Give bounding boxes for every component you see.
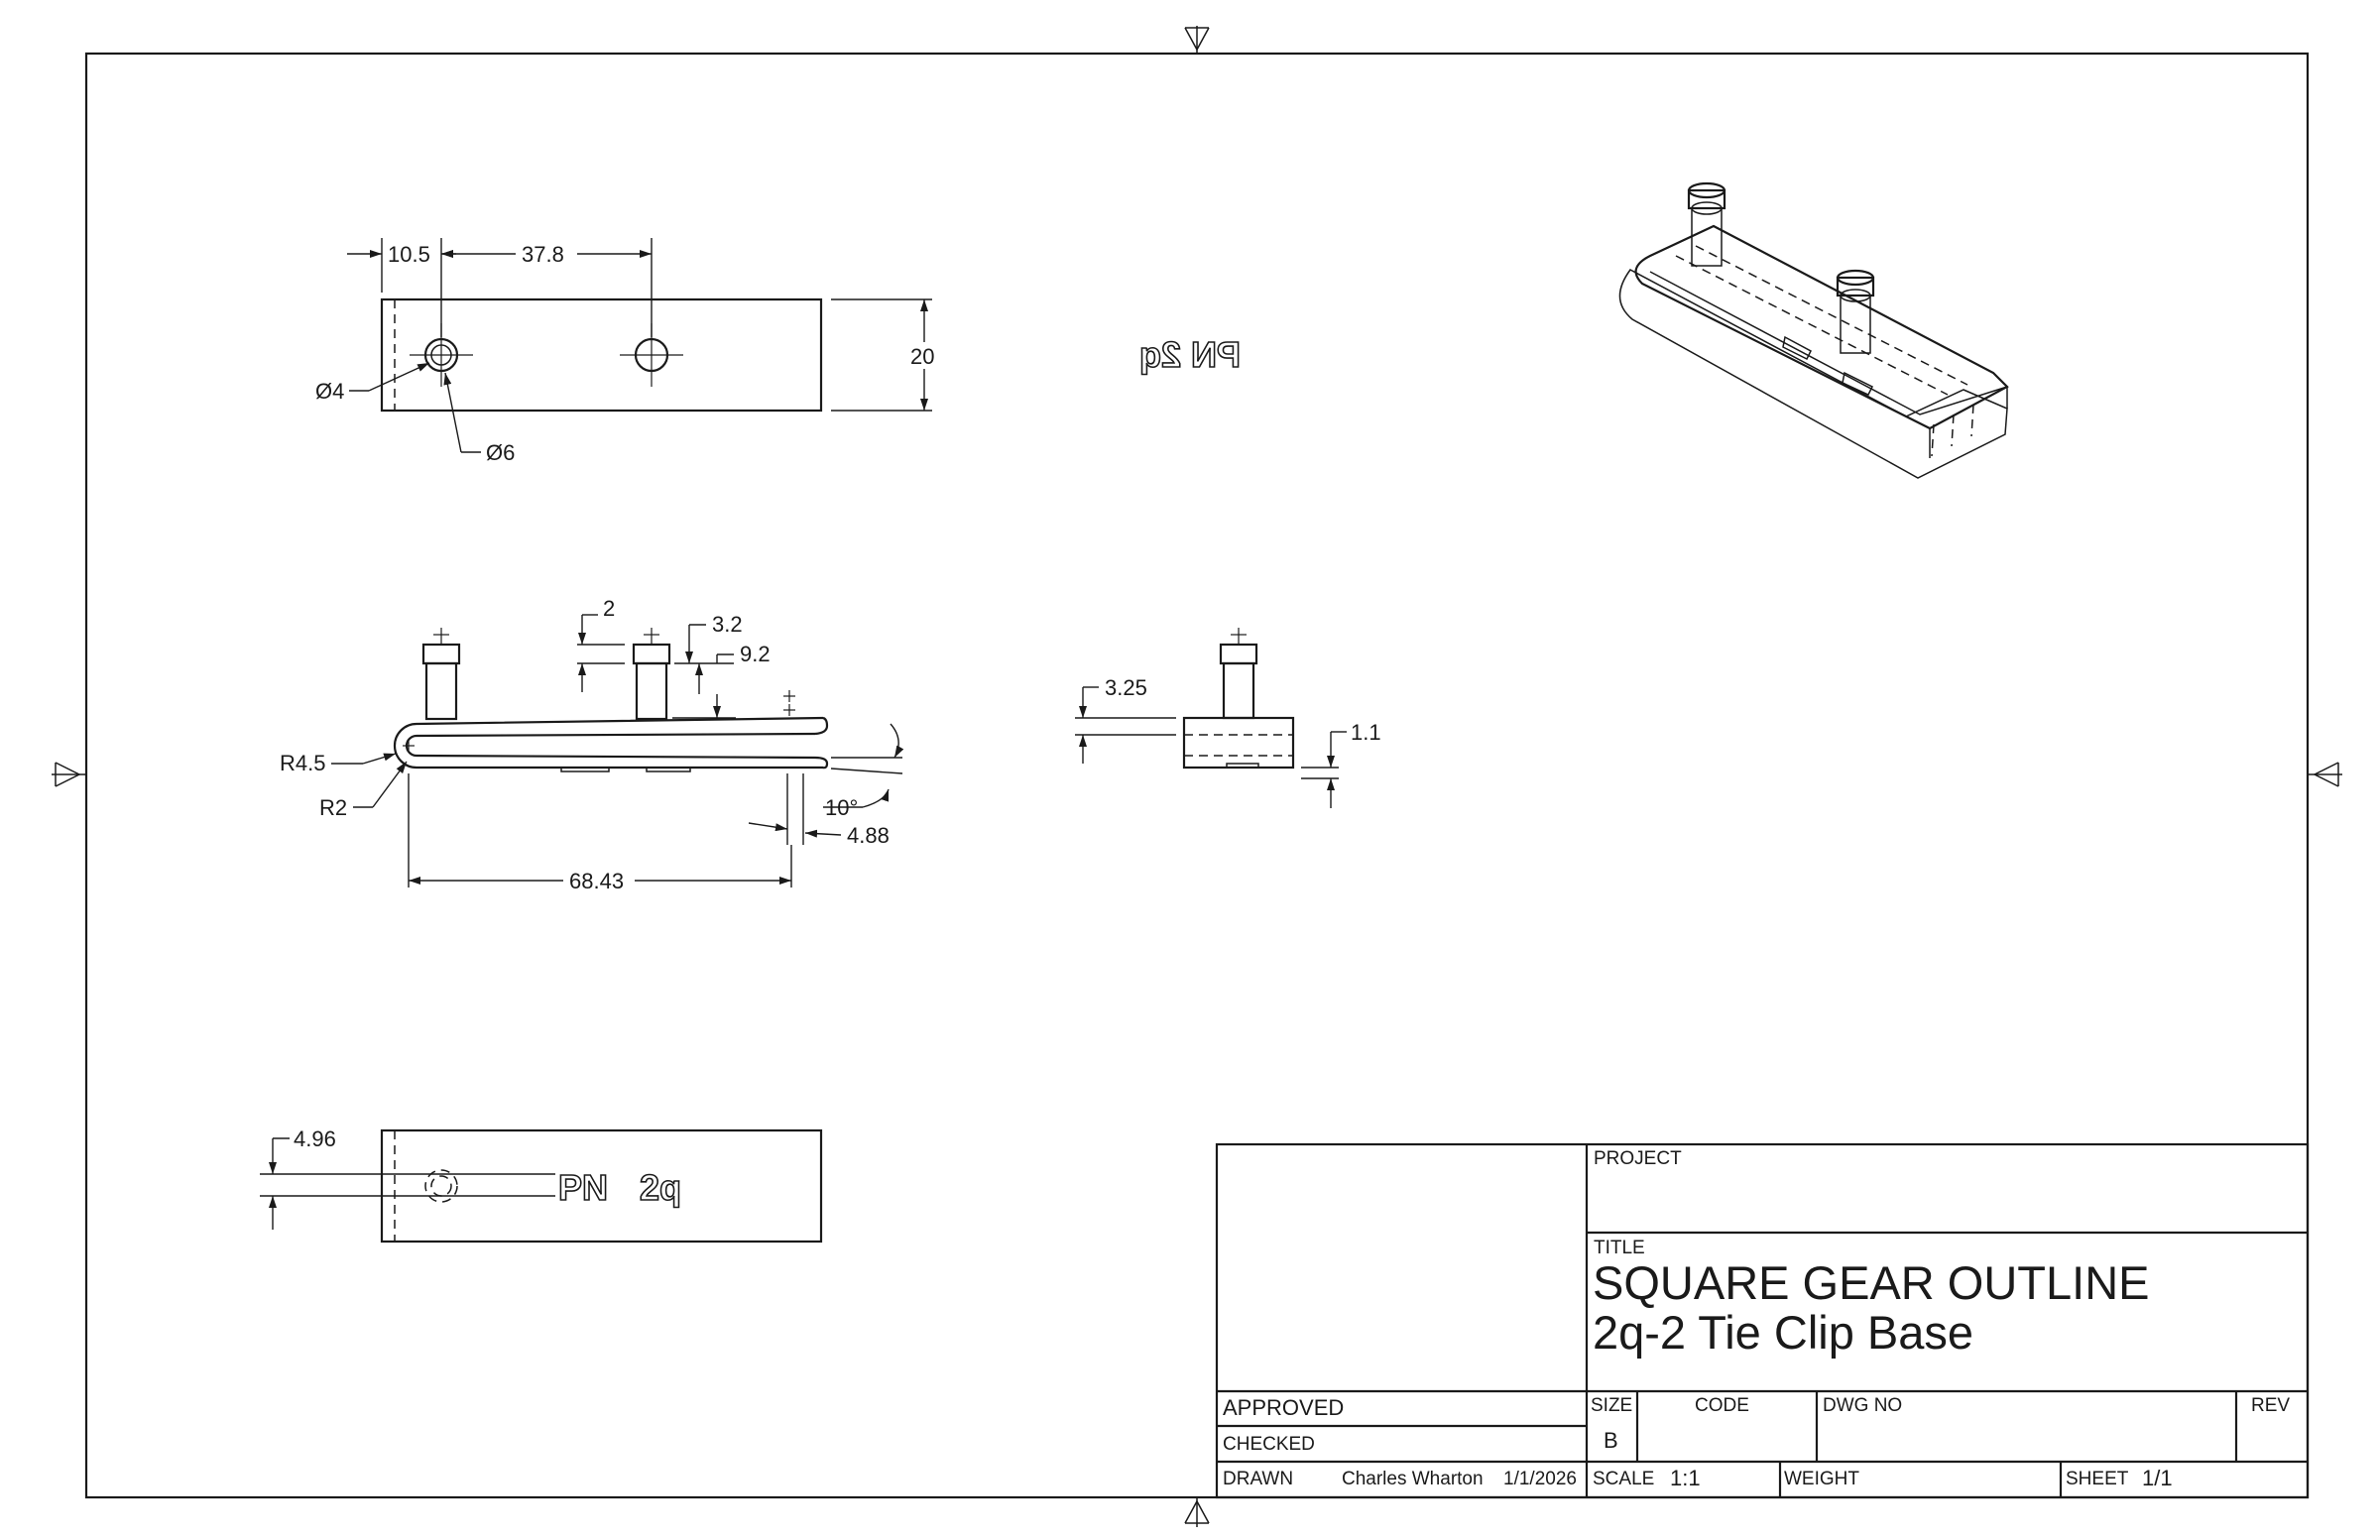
drawn-by: Charles Wharton [1342,1469,1484,1489]
dim-gap: 3.25 [1105,675,1147,700]
title-label: TITLE [1594,1238,1645,1258]
dim-head-height: 2 [603,596,615,621]
code-label: CODE [1695,1395,1749,1416]
top-view: PN 2q 10.5 37.8 20 Ø4 Ø6 [315,238,1242,465]
title-line-2: 2q-2 Tie Clip Base [1593,1306,1973,1359]
drawn-label: DRAWN [1223,1469,1293,1489]
engraving-code: 2q [640,1167,681,1208]
isometric-view [1618,181,2009,479]
size-label: SIZE [1591,1395,1632,1416]
rev-label: REV [2251,1395,2290,1416]
sheet-label: SHEET [2066,1469,2129,1489]
centering-mark-left [52,762,86,787]
dim-length: 68.43 [569,869,624,893]
drawn-date: 1/1/2026 [1503,1469,1577,1489]
dim-tip-offset: 4.88 [847,823,890,848]
title-line-1: SQUARE GEAR OUTLINE [1593,1256,2150,1309]
dim-hole-inner: Ø4 [315,379,344,404]
front-view: 2 3.2 9.2 R4.5 R2 10° 4.88 [280,596,904,893]
dim-angle: 10° [825,795,858,820]
engraving-mirrored: PN 2q [1139,334,1241,375]
project-label: PROJECT [1594,1148,1682,1169]
dim-post-height: 9.2 [740,642,771,666]
dim-head-neck: 3.2 [712,612,743,637]
centering-mark-bottom [1184,1497,1210,1527]
size-value: B [1604,1428,1618,1453]
scale-label: SCALE [1593,1469,1654,1489]
scale-value: 1:1 [1670,1466,1701,1490]
dim-inner-radius: R2 [319,795,347,820]
title-block: PROJECT TITLE SQUARE GEAR OUTLINE 2q-2 T… [1215,1142,2310,1499]
centering-mark-top [1184,26,1210,54]
hole-hidden [424,1169,458,1203]
dim-hole-outer: Ø6 [486,440,515,465]
dim-outer-radius: R4.5 [280,751,325,775]
dim-offset: 10.5 [388,242,430,267]
centering-mark-right [2308,762,2342,787]
engraving-pn: PN [558,1167,608,1208]
sheet-value: 1/1 [2142,1466,2173,1490]
weight-label: WEIGHT [1784,1469,1859,1489]
side-view: 3.25 1.1 [1075,628,1381,808]
approved-label: APPROVED [1223,1395,1344,1420]
dim-bottom-offset: 4.96 [294,1126,336,1151]
dim-height: 20 [910,344,934,369]
dim-spacing: 37.8 [522,242,564,267]
dim-thickness: 1.1 [1351,720,1381,745]
dwg-no-label: DWG NO [1823,1395,1902,1416]
checked-label: CHECKED [1223,1434,1315,1455]
bottom-view: PN 2q 4.96 [260,1126,823,1244]
